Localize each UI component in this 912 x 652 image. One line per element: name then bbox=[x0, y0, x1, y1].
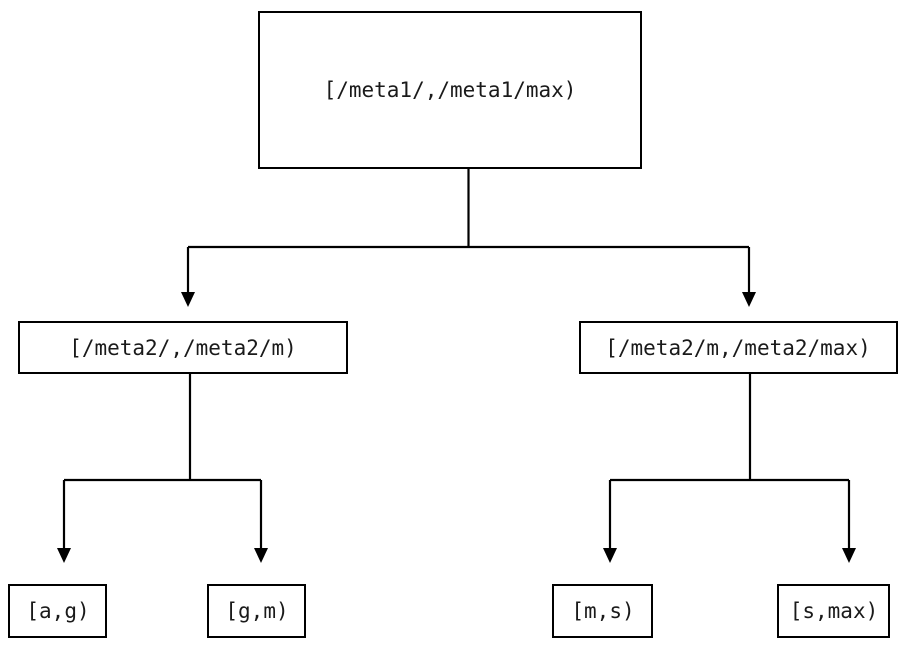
arrowhead-icon-leaf-3 bbox=[603, 548, 617, 563]
node-root[interactable]: [/meta1/,/meta1/max) bbox=[258, 11, 642, 169]
node-root-label: [/meta1/,/meta1/max) bbox=[324, 78, 577, 102]
node-leaf-4-label: [s,max) bbox=[790, 599, 879, 623]
arrowhead-icon-leaf-1 bbox=[57, 548, 71, 563]
node-leaf-2[interactable]: [g,m) bbox=[207, 584, 306, 638]
arrowhead-icon-leaf-2 bbox=[254, 548, 268, 563]
node-leaf-3-box[interactable] bbox=[552, 584, 653, 638]
edge-group-mid-left bbox=[57, 373, 268, 563]
node-leaf-1-label: [a,g) bbox=[26, 599, 89, 623]
node-leaf-4-box[interactable] bbox=[777, 584, 890, 638]
node-root-box[interactable] bbox=[258, 11, 642, 169]
edge-group-root bbox=[181, 168, 756, 307]
node-mid-left-label: [/meta2/,/meta2/m) bbox=[69, 336, 297, 360]
node-leaf-3[interactable]: [m,s) bbox=[552, 584, 653, 638]
node-mid-right[interactable]: [/meta2/m,/meta2/max) bbox=[579, 321, 898, 374]
arrowhead-icon-leaf-4 bbox=[842, 548, 856, 563]
node-leaf-2-label: [g,m) bbox=[225, 599, 288, 623]
arrowhead-icon-mid-left bbox=[181, 292, 195, 307]
node-mid-left-box[interactable] bbox=[18, 321, 348, 374]
node-leaf-2-box[interactable] bbox=[207, 584, 306, 638]
node-mid-right-box[interactable] bbox=[579, 321, 898, 374]
node-leaf-3-label: [m,s) bbox=[571, 599, 634, 623]
node-leaf-1-box[interactable] bbox=[8, 584, 107, 638]
node-mid-left[interactable]: [/meta2/,/meta2/m) bbox=[18, 321, 348, 374]
node-leaf-1[interactable]: [a,g) bbox=[8, 584, 107, 638]
node-leaf-4[interactable]: [s,max) bbox=[777, 584, 890, 638]
arrowhead-icon-mid-right bbox=[742, 292, 756, 307]
node-mid-right-label: [/meta2/m,/meta2/max) bbox=[605, 336, 871, 360]
edge-group-mid-right bbox=[603, 373, 856, 563]
